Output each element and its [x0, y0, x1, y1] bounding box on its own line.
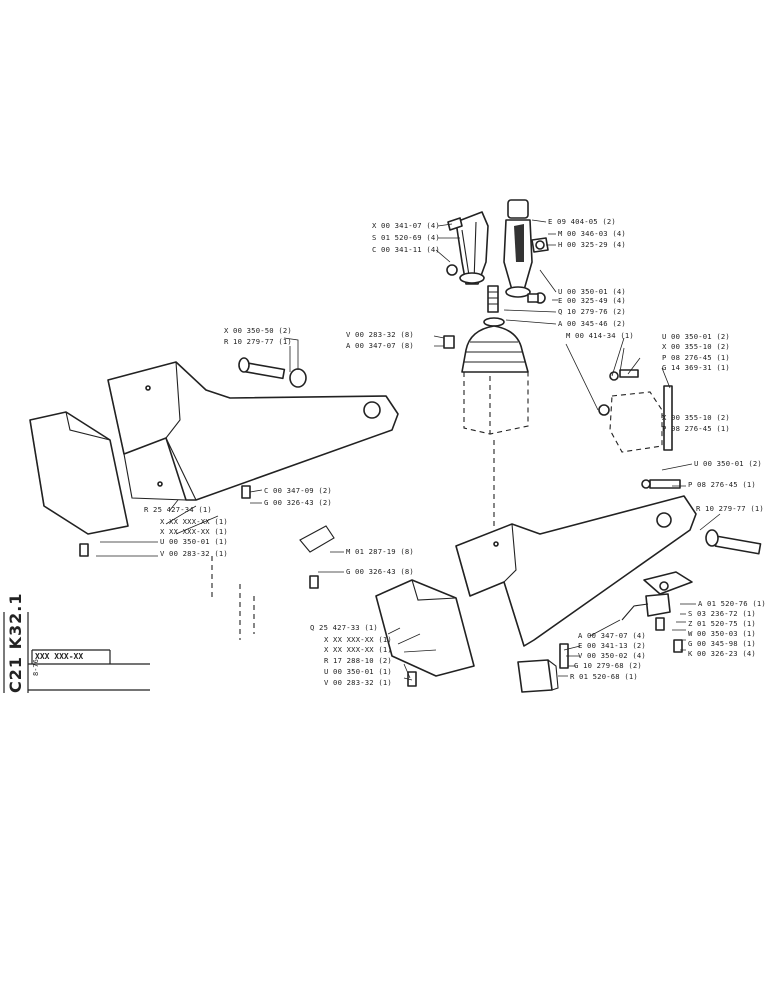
callout-label: R 17 288-10 (2) [324, 656, 392, 665]
callout-label: P 08 276-45 (1) [688, 480, 756, 489]
callout-label: U 00 350-01 (2) [694, 459, 762, 468]
right-armrest-pad [375, 579, 475, 677]
left-armrest-pad [29, 411, 129, 535]
callout-label: X XX XXX-XX (1) [160, 517, 228, 526]
left-pivot-pin [238, 357, 307, 388]
callout-label: H 00 325-29 (4) [558, 240, 626, 249]
right-pivot-pin [705, 529, 762, 555]
callout-label: Q 25 427-33 (1) [310, 623, 378, 632]
rubber-boot [443, 317, 529, 373]
latch-block [407, 643, 569, 693]
callout-label: Q 10 279-76 (2) [558, 307, 626, 316]
callout-label: R 01 520-68 (1) [570, 672, 638, 681]
callout-label: U 00 350-01 (4) [558, 287, 626, 296]
callout-label: G 10 279-68 (2) [574, 661, 642, 670]
part-number-box: XXX XXX-XX [35, 652, 84, 661]
joystick-left-grip [446, 211, 489, 285]
callout-label: X XX XXX-XX (1) [324, 645, 392, 654]
callout-label: R 25 427-34 (1) [144, 505, 212, 514]
callout-label: A 00 347-07 (4) [578, 631, 646, 640]
callout-label: W 00 350-03 (1) [688, 629, 756, 638]
callout-label: U 00 350-01 (1) [324, 667, 392, 676]
right-armrest-frame [455, 495, 697, 647]
callout-label: X 00 350-50 (2) [224, 326, 292, 335]
callout-label: M 00 414-34 (1) [566, 331, 634, 340]
callout-label: S 01 520-69 (4) [372, 233, 440, 242]
callout-label: C 00 347-09 (2) [264, 486, 332, 495]
callout-label: K 00 326-23 (4) [688, 649, 756, 658]
leader-lines [96, 219, 721, 681]
callout-label: G 00 326-43 (2) [264, 498, 332, 507]
callout-label: X 00 355-10 (2) [662, 342, 730, 351]
callout-label: V 00 350-02 (4) [578, 651, 646, 660]
callout-label: U 00 350-01 (2) [662, 332, 730, 341]
callout-label: R 10 279-77 (1) [224, 337, 292, 346]
callout-label: P 08 276-45 (1) [662, 353, 730, 362]
callout-label: G 00 345-98 (1) [688, 639, 756, 648]
callout-label: E 00 325-49 (4) [558, 296, 626, 305]
control-valve-block-dashed [463, 372, 529, 530]
callout-label: X XX XXX-XX (1) [324, 635, 392, 644]
callout-label: C 00 341-11 (4) [372, 245, 440, 254]
callout-label: A 00 345-46 (2) [558, 319, 626, 328]
callout-label: S 03 236-72 (1) [688, 609, 756, 618]
callout-label: M 01 287-19 (8) [346, 547, 414, 556]
callout-label: M 00 346-03 (4) [558, 229, 626, 238]
callout-label: A 00 347-07 (8) [346, 341, 414, 350]
callout-label: V 00 283-32 (1) [324, 678, 392, 687]
callout-label: V 00 283-32 (1) [160, 549, 228, 558]
callout-label: G 00 326-43 (8) [346, 567, 414, 576]
callout-label: E 00 341-13 (2) [578, 641, 646, 650]
callout-label: V 00 283-32 (8) [346, 330, 414, 339]
callout-label: X XX XXX-XX (1) [160, 527, 228, 536]
gas-spring-mount-dashed [598, 369, 681, 489]
joystick-right-grip [503, 199, 549, 298]
callout-label: A 01 520-76 (1) [698, 599, 766, 608]
callout-label: R 10 279-77 (1) [696, 504, 764, 513]
callout-label: P 08 276-45 (1) [662, 424, 730, 433]
callout-label: G 14 369-31 (1) [662, 363, 730, 372]
callout-label: X 00 341-07 (4) [372, 221, 440, 230]
joystick-shaft [487, 285, 546, 313]
left-fasteners [79, 485, 335, 640]
callout-label: X 00 355-10 (2) [662, 413, 730, 422]
callout-label: U 00 350-01 (1) [160, 537, 228, 546]
left-armrest-frame [107, 361, 399, 501]
lever-and-bracket [621, 571, 693, 653]
callout-label: E 09 404-05 (2) [548, 217, 616, 226]
callout-label: Z 01 520-75 (1) [688, 619, 756, 628]
